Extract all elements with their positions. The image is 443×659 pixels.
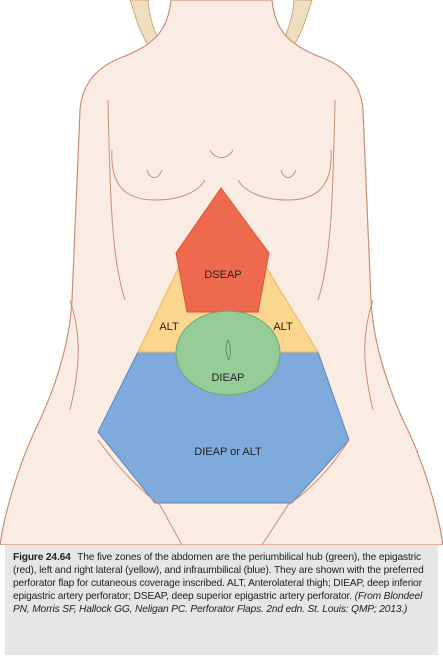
figure-label: Figure 24.64 (13, 552, 71, 563)
label-periumbilical: DIEAP (211, 372, 244, 384)
caption-text: The five zones of the abdomen are the pe… (13, 552, 424, 603)
label-infraumbilical: DIEAP or ALT (194, 446, 262, 458)
arm-line (107, 99, 126, 301)
caption-citation: (From Blondeel PN, Morris SF, Hallock GG… (13, 591, 423, 616)
zone-periumbilical (175, 310, 281, 396)
label-right-lateral: ALT (273, 321, 293, 333)
abdomen-zones-illustration: DSEAP ALT ALT DIEAP DIEAP or ALT (0, 0, 443, 545)
umbilicus (225, 338, 231, 362)
arm-line (364, 299, 374, 411)
sternum-line (209, 149, 234, 158)
right-breast (237, 149, 332, 201)
label-left-lateral: ALT (159, 321, 179, 333)
left-breast (111, 149, 206, 201)
arm-line (69, 299, 79, 411)
groin-line (261, 439, 350, 545)
label-epigastric: DSEAP (204, 269, 241, 281)
groin-line (97, 439, 183, 545)
right-nipple (280, 169, 297, 178)
left-nipple (146, 169, 163, 178)
figure-caption: Figure 24.64 The five zones of the abdom… (5, 545, 438, 655)
arm-line (317, 99, 336, 301)
